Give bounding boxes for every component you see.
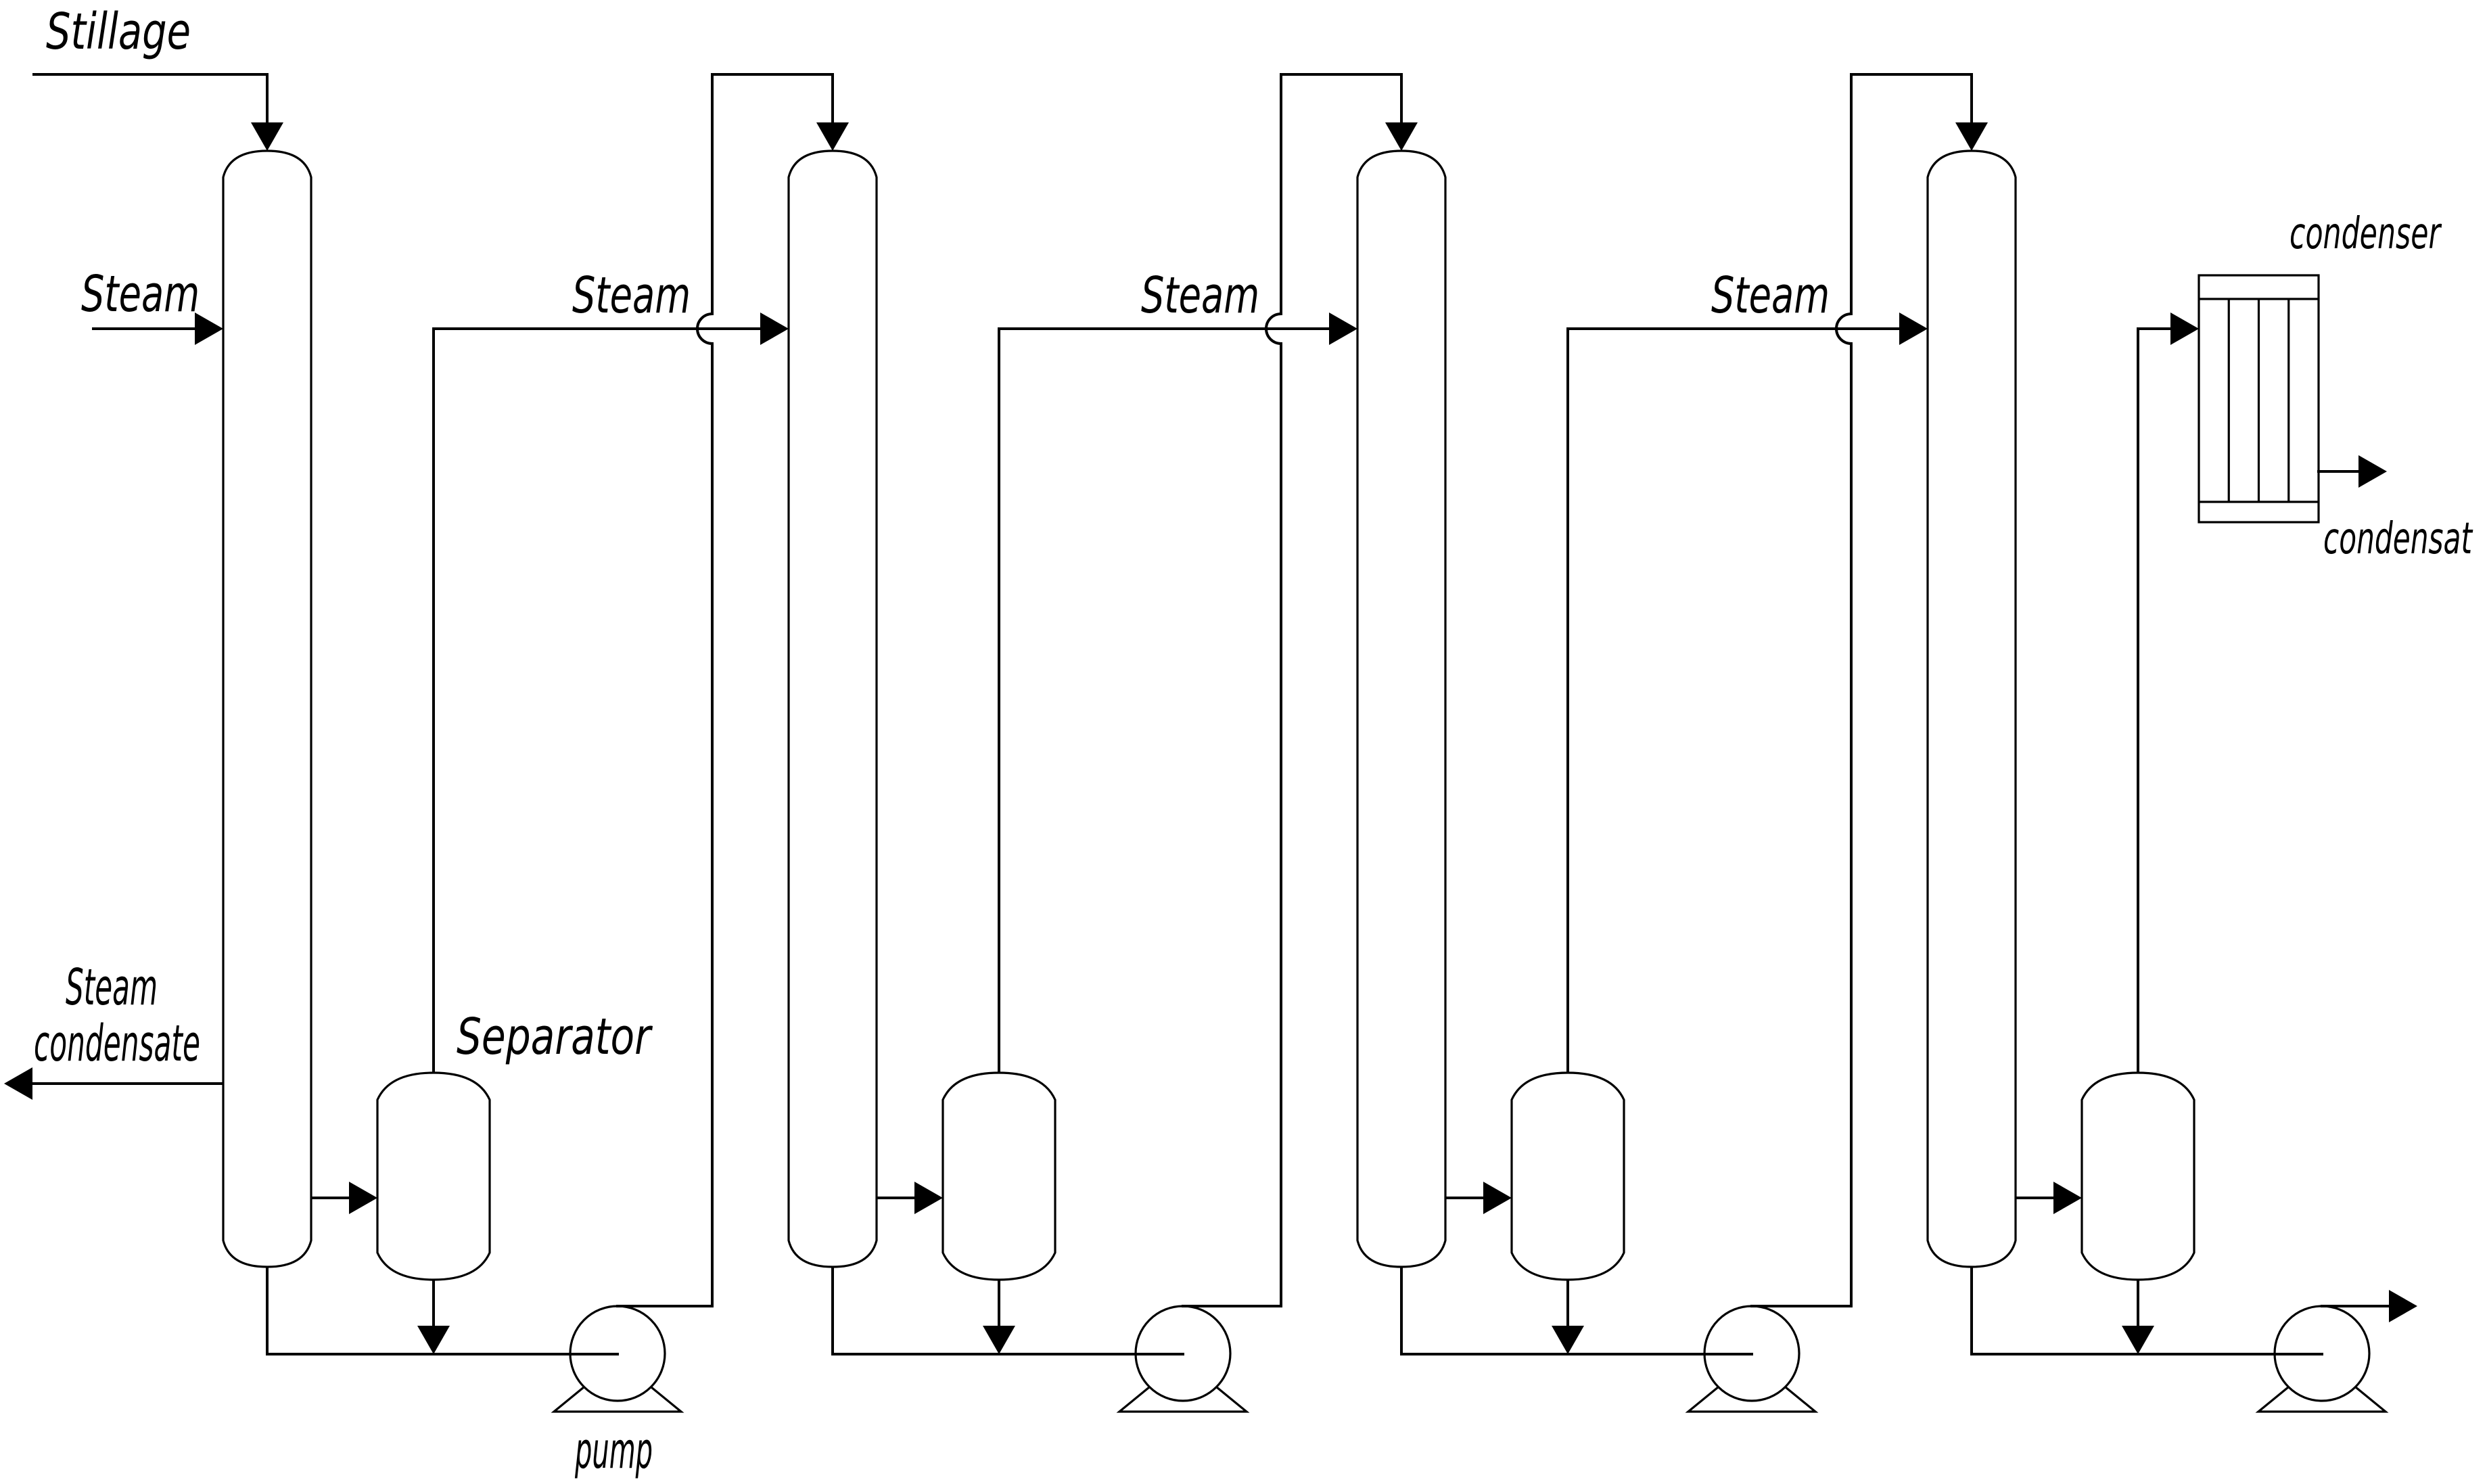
pump-base-3 <box>1685 1386 1819 1413</box>
arrow-into-condenser <box>2170 312 2199 345</box>
pipe-vapor-to-evaporator-3 <box>998 327 1330 1074</box>
condenser <box>2198 274 2320 524</box>
pipe-vapor-to-evaporator-4 <box>1566 327 1901 1074</box>
arrow-steam-condensate <box>4 1067 32 1100</box>
arrow-stillage-feed <box>251 122 283 151</box>
equipment <box>222 149 2389 1413</box>
pipe-liquor-to-pump-4 <box>1970 1266 2323 1355</box>
separator-3 <box>1510 1071 1625 1281</box>
pipe-vapor-to-evaporator-2 <box>432 327 762 1074</box>
separator-2 <box>942 1071 1056 1281</box>
evaporator-1 <box>222 149 312 1268</box>
arrow-product-out <box>2389 1290 2417 1322</box>
arrow-steam-evaporator-4 <box>1899 312 1928 345</box>
label-condensate-out: condensat <box>2323 514 2473 564</box>
evaporator-2 <box>787 149 878 1268</box>
label-stillage: Stillage <box>46 3 191 61</box>
arrow-feed-evaporator-4 <box>1955 122 1988 151</box>
arrow-condensate-out <box>2358 455 2387 488</box>
label-steam-2: Steam <box>572 266 691 325</box>
piping <box>30 73 2390 1355</box>
label-separator: Separator <box>457 1008 653 1066</box>
separator-1 <box>376 1071 491 1281</box>
arrow-into-separator-4 <box>2053 1182 2082 1214</box>
arrow-separator-liquid-2 <box>983 1326 1015 1354</box>
pump-base-2 <box>1116 1386 1250 1413</box>
label-steam-condensate-1: Steam <box>66 958 158 1017</box>
label-steam-4: Steam <box>1711 266 1830 325</box>
pipe-stillage-feed <box>32 73 269 124</box>
arrow-steam-evaporator-3 <box>1329 312 1357 345</box>
pump-2 <box>1134 1305 1232 1402</box>
arrow-feed-evaporator-3 <box>1385 122 1418 151</box>
arrow-separator-liquid-1 <box>417 1326 450 1354</box>
pipe-vapor-to-condenser <box>2137 327 2172 1074</box>
pump-base-1 <box>551 1386 684 1413</box>
arrow-into-separator-3 <box>1483 1182 1512 1214</box>
arrow-feed-evaporator-2 <box>816 122 849 151</box>
label-steam-3: Steam <box>1141 266 1259 325</box>
pump-3 <box>1703 1305 1800 1402</box>
arrow-steam-evaporator-2 <box>760 312 789 345</box>
arrow-into-separator-1 <box>349 1182 377 1214</box>
evaporator-4 <box>1926 149 2017 1268</box>
arrow-separator-liquid-3 <box>1552 1326 1584 1354</box>
labels: Stillage Steam condensate Separator pump… <box>34 3 2473 1480</box>
label-steam-1: Steam <box>81 265 200 323</box>
flow-arrows <box>4 122 2417 1354</box>
evaporator-3 <box>1356 149 1447 1268</box>
pipe-liquor-to-pump-2 <box>831 1266 1184 1355</box>
pump-base-4 <box>2255 1386 2389 1413</box>
label-steam-condensate-2: condensate <box>34 1015 200 1073</box>
arrow-into-separator-2 <box>914 1182 943 1214</box>
pump-1 <box>569 1305 666 1402</box>
pump-4 <box>2273 1305 2371 1402</box>
pipe-liquor-to-pump-1 <box>266 1266 619 1355</box>
separator-4 <box>2081 1071 2195 1281</box>
label-pump: pump <box>574 1422 653 1480</box>
arrow-live-steam <box>195 312 223 345</box>
arrow-separator-liquid-4 <box>2122 1326 2154 1354</box>
pipe-liquor-to-pump-3 <box>1400 1266 1753 1355</box>
label-condenser: condenser <box>2290 209 2442 259</box>
